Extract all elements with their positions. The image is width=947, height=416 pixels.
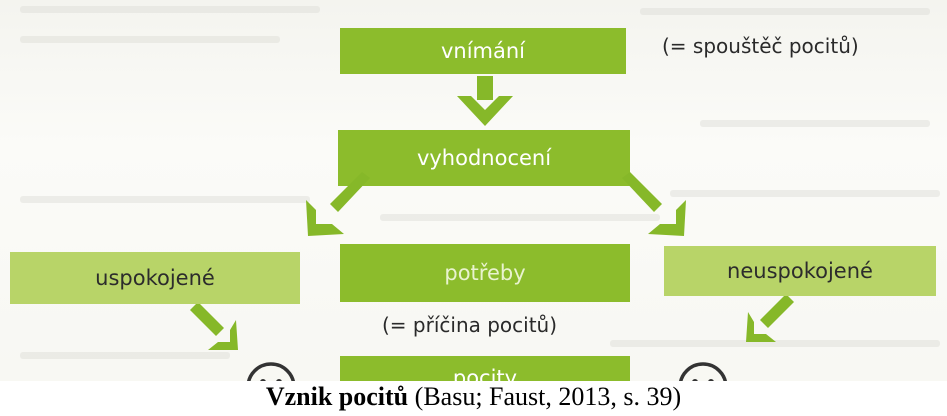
caption-source: (Basu; Faust, 2013, s. 39) bbox=[414, 382, 682, 411]
needs-box: potřeby bbox=[340, 244, 630, 302]
background-text-line bbox=[20, 6, 320, 13]
trigger-note: (= spouštěč pocitů) bbox=[662, 34, 859, 58]
background-text-line bbox=[20, 36, 280, 43]
background-text-line bbox=[640, 8, 930, 15]
background-text-line bbox=[380, 214, 660, 221]
background-text-line bbox=[610, 340, 940, 347]
evaluation-label: vyhodnocení bbox=[416, 146, 552, 170]
satisfied-box: uspokojené bbox=[10, 252, 300, 304]
down-arrow-icon bbox=[457, 76, 513, 126]
background-text-line bbox=[20, 196, 310, 203]
unsatisfied-label: neuspokojené bbox=[727, 259, 873, 283]
background-text-line bbox=[670, 190, 940, 197]
caption-background bbox=[0, 381, 947, 416]
evaluation-box: vyhodnocení bbox=[338, 130, 630, 186]
background-text-line bbox=[20, 352, 230, 359]
perception-box: vnímání bbox=[340, 28, 626, 74]
down-left-arrow-icon bbox=[306, 172, 370, 236]
perception-label: vnímání bbox=[440, 39, 526, 63]
needs-label: potřeby bbox=[444, 261, 526, 285]
unsatisfied-box: neuspokojené bbox=[664, 246, 936, 296]
figure-caption: Vznik pocitů (Basu; Faust, 2013, s. 39) bbox=[0, 382, 947, 412]
cause-note: (= příčina pocitů) bbox=[382, 313, 558, 337]
caption-title: Vznik pocitů bbox=[265, 382, 409, 411]
down-right-arrow-icon bbox=[622, 172, 686, 236]
down-left-arrow-icon bbox=[746, 296, 794, 342]
down-right-arrow-icon bbox=[190, 304, 238, 350]
background-text-line bbox=[700, 120, 930, 127]
satisfied-label: uspokojené bbox=[95, 266, 215, 290]
